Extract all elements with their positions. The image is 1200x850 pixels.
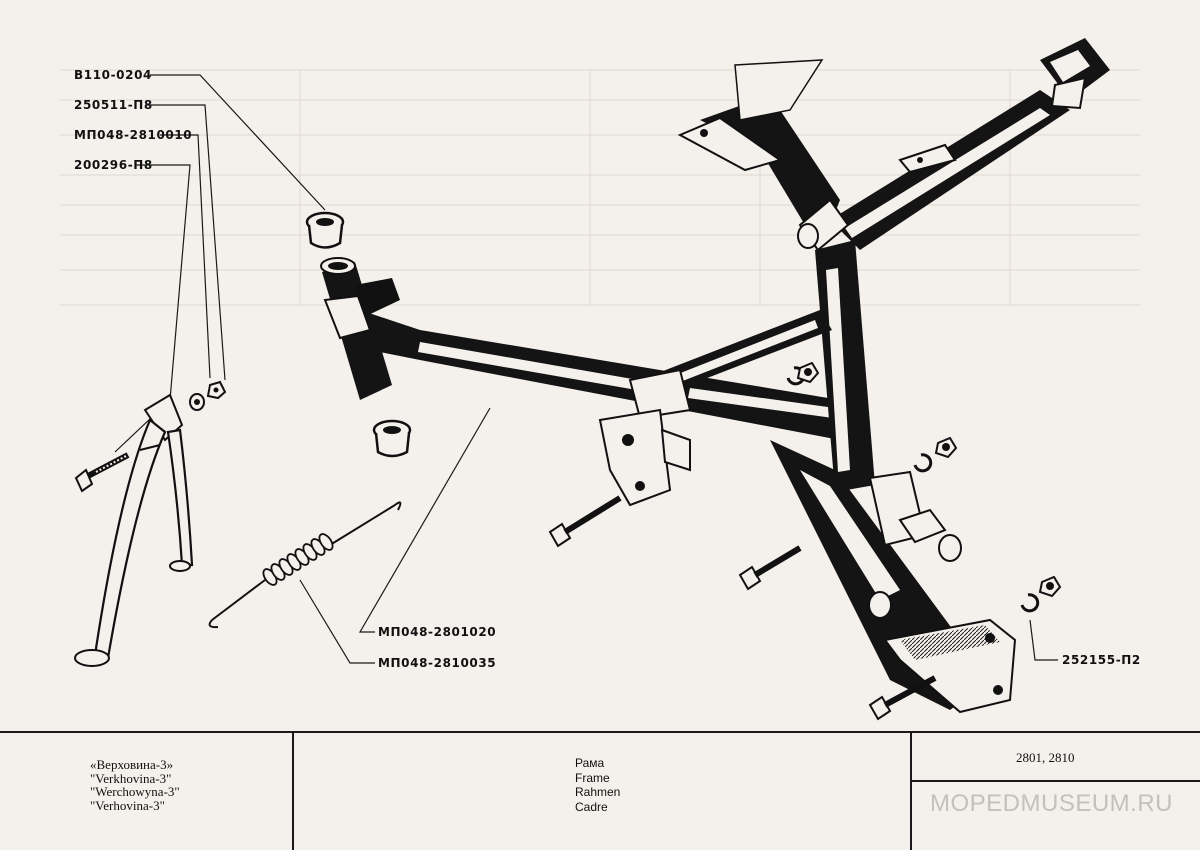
title-block: «Верховина-3» "Verkhovina-3" "Werchowyna… bbox=[0, 731, 1200, 850]
part-number-spring: МП048-2810035 bbox=[378, 656, 497, 670]
model-name-fr: "Verhovina-3" bbox=[90, 797, 165, 813]
bolt-front-mount bbox=[548, 495, 622, 548]
kickstand-bolt bbox=[74, 452, 130, 493]
steering-bushing-lower bbox=[372, 419, 412, 458]
frame-bolts bbox=[548, 495, 937, 721]
bolt-middle-mount bbox=[738, 545, 802, 591]
model-name-de: "Werchowyna-3" bbox=[90, 784, 180, 799]
frame-body bbox=[320, 38, 1110, 714]
title-block-divider-left bbox=[292, 733, 294, 850]
part-names: Рама Frame Rahmen Cadre bbox=[575, 756, 620, 814]
sheet-numbers: 2801, 2810 bbox=[1016, 750, 1075, 765]
part-name-ru: Рама bbox=[575, 756, 605, 770]
part-number-kickstand-bolt: 200296-П8 bbox=[74, 158, 153, 172]
kickstand bbox=[74, 393, 194, 667]
kickstand-nut-washer bbox=[189, 380, 227, 411]
model-name-ru: «Верховина-3» bbox=[90, 757, 174, 772]
steering-bushing-upper bbox=[305, 211, 345, 249]
part-number-bushing: B110-0204 bbox=[74, 68, 152, 82]
title-block-divider-sheet bbox=[910, 780, 1200, 782]
title-block-divider-right bbox=[910, 733, 912, 850]
model-name-en: "Verkhovina-3" bbox=[90, 770, 172, 786]
part-name-fr: Cadre bbox=[575, 799, 608, 814]
bolt-rear-mount bbox=[868, 675, 937, 721]
frame-exploded-view bbox=[74, 38, 1110, 721]
leader-lines bbox=[114, 74, 1058, 664]
part-name-en: Frame bbox=[575, 770, 610, 785]
kickstand-spring bbox=[208, 501, 402, 629]
watermark: MOPEDMUSEUM.RU bbox=[930, 790, 1174, 817]
part-number-washer: 252155-П2 bbox=[1062, 653, 1141, 667]
part-number-kickstand: МП048-2810010 bbox=[74, 128, 193, 142]
part-name-de: Rahmen bbox=[575, 785, 621, 799]
part-number-frame: МП048-2801020 bbox=[378, 625, 497, 639]
frame-nuts-washers bbox=[786, 361, 1062, 613]
model-names: «Верховина-3» "Verkhovina-3" "Werchowyna… bbox=[90, 758, 180, 812]
part-number-nut: 250511-П8 bbox=[74, 98, 153, 112]
